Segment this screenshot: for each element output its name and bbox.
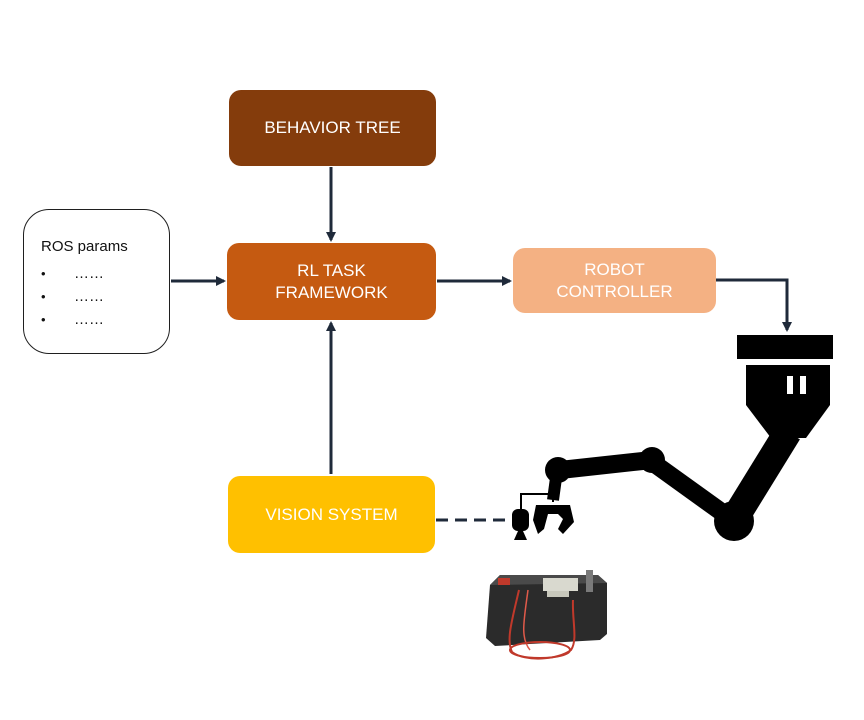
ros-param-item: • ……	[41, 262, 104, 285]
ros-param-item: • ……	[41, 285, 104, 308]
rl-task-label-line1: RL TASK	[297, 260, 366, 280]
bullet-icon: •	[41, 266, 46, 281]
rl-task-framework-box: RL TASK FRAMEWORK	[227, 243, 436, 320]
ros-params-list: • …… • …… • ……	[41, 262, 104, 331]
ros-params-box: ROS params • …… • …… • ……	[23, 209, 170, 354]
rl-task-label-line2: FRAMEWORK	[275, 282, 388, 302]
behavior-tree-label: BEHAVIOR TREE	[264, 118, 401, 137]
behavior-tree-box: BEHAVIOR TREE	[229, 90, 436, 166]
camera-icon	[512, 493, 554, 540]
robot-controller-box: ROBOT CONTROLLER	[513, 248, 716, 313]
ros-param-value: ……	[74, 311, 104, 328]
ros-param-value: ……	[74, 288, 104, 305]
bullet-icon: •	[41, 312, 46, 327]
ros-param-value: ……	[74, 265, 104, 282]
vision-system-box: VISION SYSTEM	[228, 476, 435, 553]
bullet-icon: •	[41, 289, 46, 304]
battery-device-icon	[486, 570, 607, 660]
arrow-controller-to-robot	[716, 278, 792, 332]
vision-system-label: VISION SYSTEM	[265, 504, 398, 524]
robot-arm-icon	[533, 335, 833, 541]
ros-params-title: ROS params	[41, 238, 128, 255]
robot-controller-label-line1: ROBOT	[584, 259, 645, 279]
robot-controller-label-line2: CONTROLLER	[556, 281, 673, 301]
ros-param-item: • ……	[41, 308, 104, 331]
